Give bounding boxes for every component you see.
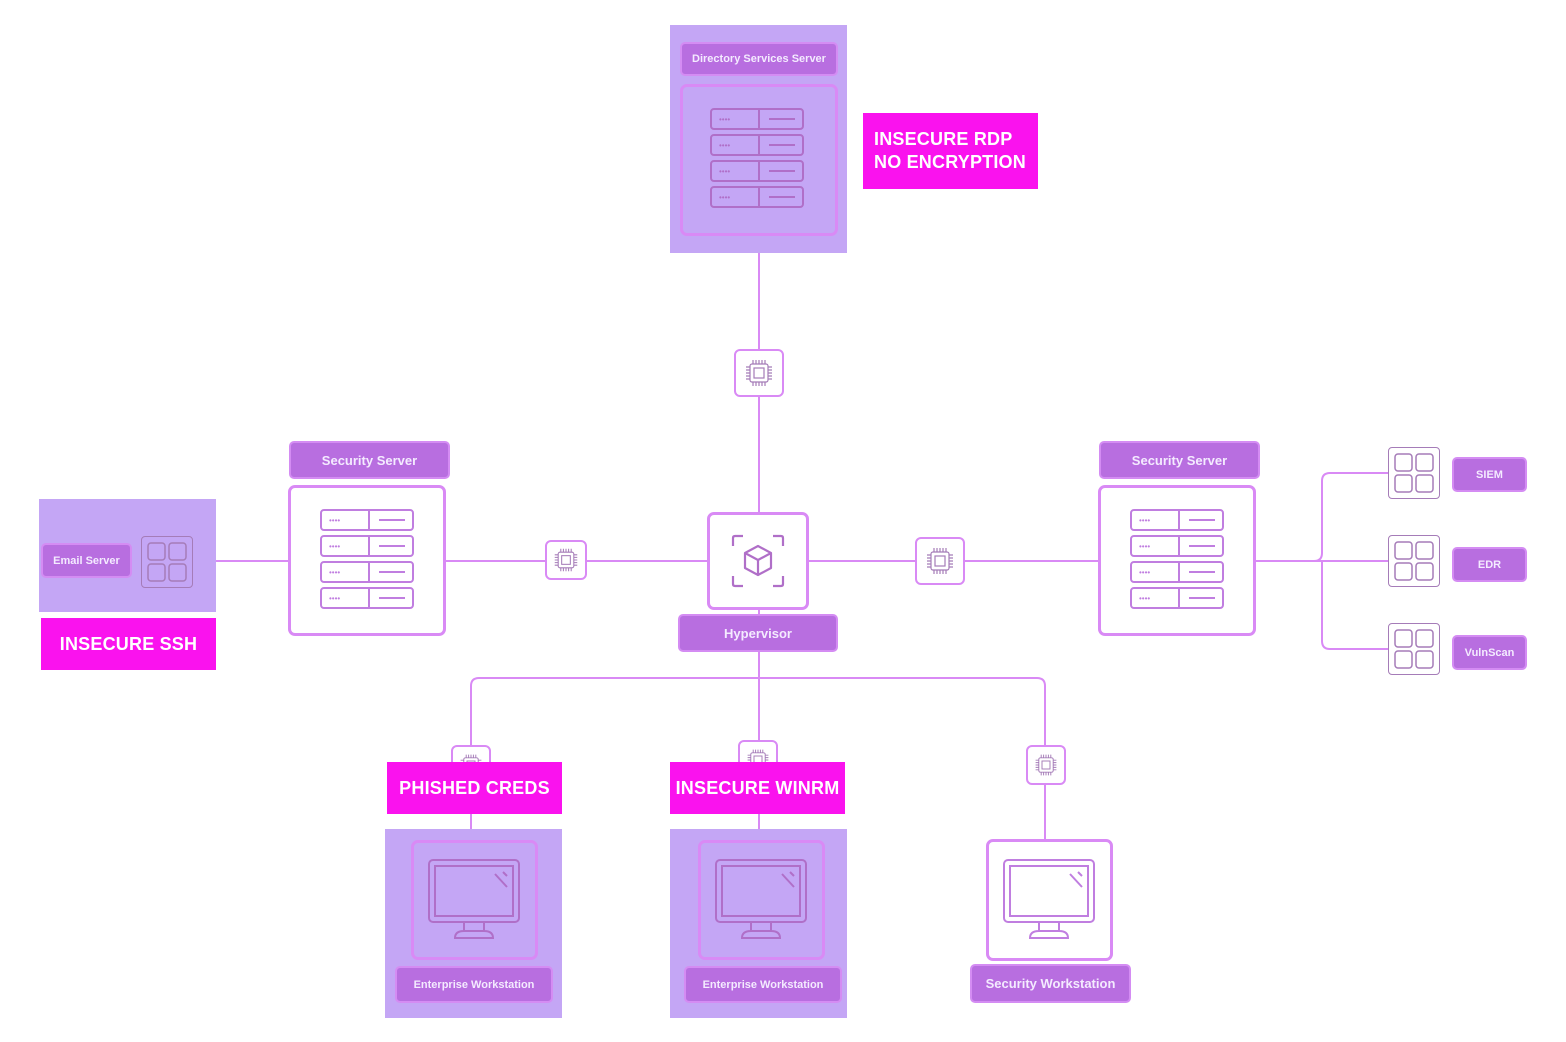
security-workstation-label: Security Workstation xyxy=(970,964,1131,1003)
network-chip-top[interactable] xyxy=(734,349,784,397)
svg-text:••••: •••• xyxy=(719,115,730,124)
cpu-chip-icon xyxy=(927,548,953,574)
svg-text:••••: •••• xyxy=(329,542,340,551)
svg-text:••••: •••• xyxy=(329,516,340,525)
network-chip-right[interactable] xyxy=(915,537,965,585)
svg-text:••••: •••• xyxy=(329,568,340,577)
server-rack-icon: •••• •••• •••• •••• xyxy=(1130,508,1224,609)
wire-bus-bottom xyxy=(470,677,1046,840)
siem-label: SIEM xyxy=(1452,457,1527,492)
monitor-icon xyxy=(427,859,520,939)
directory-server-label: Directory Services Server xyxy=(680,42,838,76)
hypervisor-node[interactable] xyxy=(707,512,809,610)
svg-text:••••: •••• xyxy=(329,594,340,603)
svg-text:••••: •••• xyxy=(1139,516,1150,525)
alert-rdp-line1: INSECURE RDP xyxy=(874,129,1013,149)
security-server-left-label: Security Server xyxy=(289,441,450,479)
edr-label: EDR xyxy=(1452,547,1527,582)
workstation-2-node[interactable] xyxy=(698,840,825,960)
network-chip-left[interactable] xyxy=(545,540,587,580)
svg-text:••••: •••• xyxy=(719,167,730,176)
app-grid-icon xyxy=(1394,453,1434,493)
security-server-left-node[interactable]: •••• •••• •••• •••• xyxy=(288,485,446,636)
directory-server-node[interactable]: •••• •••• •••• •••• xyxy=(680,84,838,236)
workstation-1-label: Enterprise Workstation xyxy=(395,966,553,1003)
app-grid-icon xyxy=(147,542,187,582)
hypervisor-label: Hypervisor xyxy=(678,614,838,652)
cpu-chip-icon xyxy=(554,548,578,572)
alert-rdp-line2: NO ENCRYPTION xyxy=(874,152,1026,172)
alert-phished-creds: PHISHED CREDS xyxy=(387,762,562,814)
vulnscan-label: VulnScan xyxy=(1452,635,1527,670)
security-workstation-node[interactable] xyxy=(986,839,1113,961)
workstation-2-label: Enterprise Workstation xyxy=(684,966,842,1003)
vulnscan-node[interactable] xyxy=(1388,623,1440,675)
svg-text:••••: •••• xyxy=(1139,542,1150,551)
edr-node[interactable] xyxy=(1388,535,1440,587)
svg-text:••••: •••• xyxy=(1139,568,1150,577)
svg-text:••••: •••• xyxy=(719,193,730,202)
cube-scan-icon xyxy=(731,534,785,588)
workstation-1-node[interactable] xyxy=(411,840,538,960)
email-server-label: Email Server xyxy=(41,543,132,578)
svg-text:••••: •••• xyxy=(719,141,730,150)
network-chip-security-ws[interactable] xyxy=(1026,745,1066,785)
cpu-chip-icon xyxy=(1035,754,1057,776)
server-rack-icon: •••• •••• •••• •••• xyxy=(320,508,414,609)
alert-insecure-ssh: INSECURE SSH xyxy=(41,618,216,670)
monitor-icon xyxy=(714,859,807,939)
svg-text:••••: •••• xyxy=(1139,594,1150,603)
alert-insecure-winrm: INSECURE WINRM xyxy=(670,762,845,814)
siem-node[interactable] xyxy=(1388,447,1440,499)
app-grid-icon xyxy=(1394,541,1434,581)
email-server-node[interactable] xyxy=(141,536,193,588)
security-server-right-node[interactable]: •••• •••• •••• •••• xyxy=(1098,485,1256,636)
monitor-icon xyxy=(1002,859,1095,939)
security-server-right-label: Security Server xyxy=(1099,441,1260,479)
server-rack-icon: •••• •••• •••• •••• xyxy=(710,108,804,208)
alert-insecure-rdp: INSECURE RDP NO ENCRYPTION xyxy=(863,113,1038,189)
cpu-chip-icon xyxy=(746,360,772,386)
app-grid-icon xyxy=(1394,629,1434,669)
wire-security-right-bus xyxy=(1256,472,1389,650)
